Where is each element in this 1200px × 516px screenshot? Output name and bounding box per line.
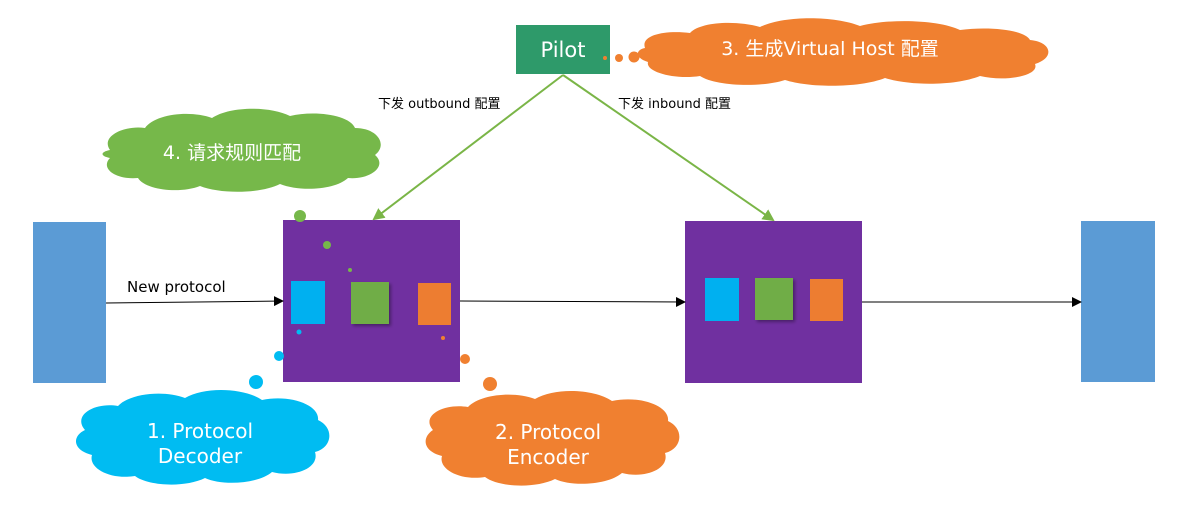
cloud-step4: 4. 请求规则匹配 (102, 108, 381, 192)
inbound-router-filter (755, 278, 793, 320)
client-block (33, 222, 106, 383)
cloud-step1: 1. Protocol Decoder (75, 389, 330, 485)
new-protocol-label: New protocol (127, 278, 226, 296)
thought-dot (323, 241, 331, 249)
thought-dot (603, 56, 607, 60)
cloud-step1-line1: 1. Protocol (147, 419, 253, 443)
thought-dot (249, 375, 263, 389)
outbound-config-label: 下发 outbound 配置 (378, 96, 501, 112)
decoder-filter (291, 281, 325, 324)
cloud-step1-line2: Decoder (158, 444, 243, 468)
thought-dot (441, 336, 445, 340)
inbound-config-label: 下发 inbound 配置 (618, 96, 731, 112)
cloud-step4-label: 4. 请求规则匹配 (163, 142, 301, 164)
server-block (1081, 221, 1155, 382)
cloud-step2-line2: Encoder (507, 445, 590, 469)
thought-dot (628, 51, 640, 63)
thought-dot (483, 377, 497, 391)
router-filter (351, 282, 389, 324)
pilot-inbound-arrow (562, 74, 775, 222)
inbound-encoder-filter (810, 279, 843, 321)
thought-dot (274, 351, 284, 361)
pilot-label: Pilot (541, 38, 586, 62)
cloud-step2-line1: 2. Protocol (495, 420, 601, 444)
cloud-step3: 3. 生成Virtual Host 配置 (637, 18, 1049, 86)
thought-dot (615, 54, 623, 62)
inbound-decoder-filter (705, 278, 739, 321)
pilot-outbound-arrow (372, 74, 564, 221)
encoder-filter (418, 283, 451, 325)
outbound-to-inbound-arrow (459, 296, 686, 307)
thought-dot (294, 210, 306, 222)
thought-dot (460, 354, 470, 364)
thought-dot (296, 329, 302, 335)
client-to-outbound-arrow (105, 296, 284, 307)
thought-dot (348, 268, 352, 272)
pilot-box (516, 25, 610, 74)
cloud-step2: 2. Protocol Encoder (425, 390, 680, 486)
cloud-step3-label: 3. 生成Virtual Host 配置 (721, 38, 939, 60)
